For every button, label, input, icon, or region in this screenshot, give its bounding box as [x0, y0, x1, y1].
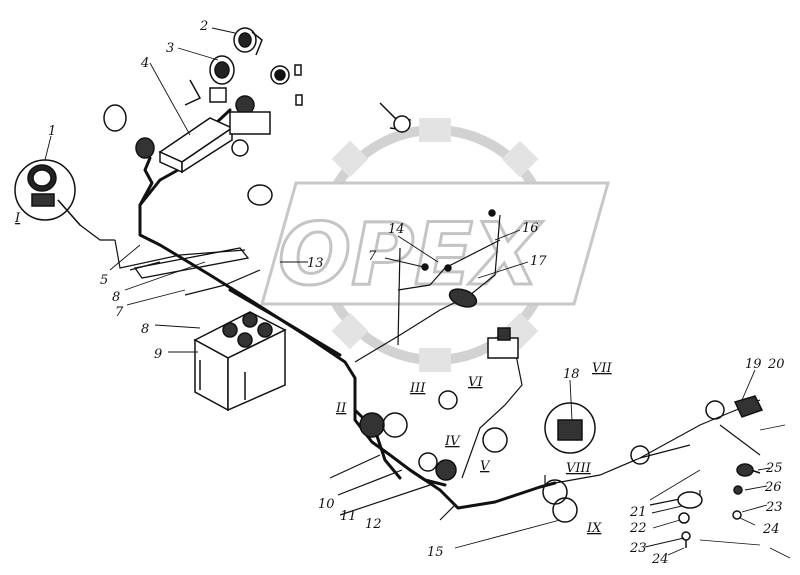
detail-circles	[359, 390, 725, 523]
watermark-banner	[260, 181, 610, 306]
label-25: 25	[765, 461, 783, 476]
label-10: 10	[318, 497, 335, 512]
label-16: 16	[522, 221, 539, 236]
label-14: 14	[388, 222, 405, 237]
label-11: 11	[340, 509, 357, 524]
label-17: 17	[530, 254, 547, 269]
detail-IV: IV	[444, 434, 461, 449]
detail-I: I	[14, 211, 21, 226]
label-13: 13	[307, 256, 324, 271]
label-21: 21	[629, 505, 647, 520]
detail-VIII: VIII	[566, 461, 592, 476]
label-4: 4	[140, 56, 149, 71]
detail-II: II	[335, 401, 347, 416]
bracket-8	[133, 247, 250, 279]
label-12: 12	[365, 517, 382, 532]
label-5: 5	[100, 273, 108, 288]
detail-labels: I II III IV V VI VII VIII IX	[14, 211, 613, 536]
label-19: 19	[745, 357, 762, 372]
parts-20-26	[677, 395, 764, 548]
label-24b: 24	[651, 552, 669, 567]
label-18: 18	[563, 367, 580, 382]
lamp-1	[14, 159, 81, 226]
detail-IX: IX	[586, 521, 602, 536]
label-15: 15	[427, 545, 444, 560]
detail-VII: VII	[592, 361, 613, 376]
label-2: 2	[199, 19, 208, 34]
lamp-3	[184, 55, 235, 106]
horn-unit	[103, 95, 412, 206]
label-26: 26	[764, 480, 782, 495]
dashed-outlines	[649, 424, 791, 559]
detail-VI: VI	[468, 375, 483, 390]
box-4	[158, 117, 234, 174]
detail-V: V	[480, 459, 491, 474]
label-22: 22	[629, 521, 647, 536]
label-23b: 23	[629, 541, 647, 556]
label-8a: 8	[112, 290, 120, 305]
label-3: 3	[166, 41, 174, 56]
label-23a: 23	[765, 500, 783, 515]
part-number-labels: 1 2 3 4 5 8 7 8 9 13 14 7 16 17 18 19 20…	[48, 19, 785, 567]
detail-III: III	[409, 381, 426, 396]
label-24a: 24	[762, 522, 780, 537]
battery-9	[193, 311, 287, 412]
watermark-logo: OPEX	[278, 205, 543, 305]
lamp-2	[233, 27, 303, 106]
leader-lines	[44, 27, 771, 556]
label-8b: 8	[141, 322, 149, 337]
label-1: 1	[48, 124, 56, 139]
switch-unit	[487, 327, 519, 359]
label-9: 9	[154, 347, 162, 362]
label-7a: 7	[115, 305, 124, 320]
label-20: 20	[767, 357, 785, 372]
label-7b: 7	[368, 249, 377, 264]
